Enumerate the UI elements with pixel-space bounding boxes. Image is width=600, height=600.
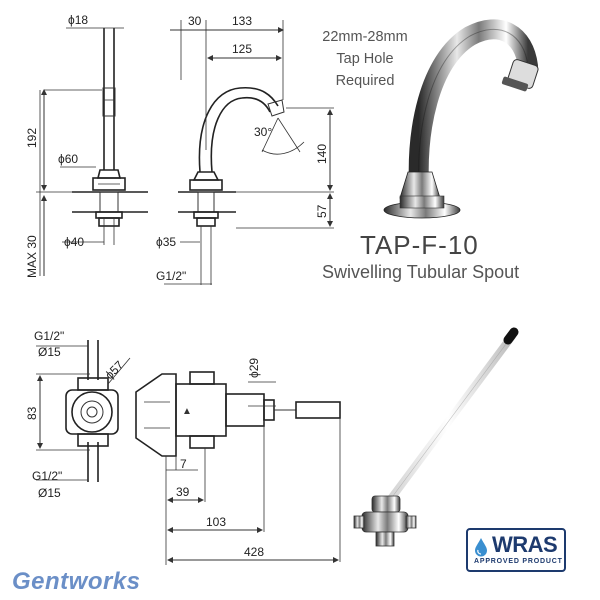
tap-hole-required: Required [335, 73, 395, 89]
dim-offset-30: 30 [188, 14, 202, 28]
tap-hole-label: Tap Hole [336, 51, 394, 67]
dim-top-dia: Ø15 [38, 345, 61, 359]
dim-angle-30: 30° [254, 125, 272, 139]
dim-reach-125: 125 [232, 42, 252, 56]
dim-top-thread: G1/2" [34, 329, 64, 343]
dim-thread: G1/2" [156, 269, 186, 283]
dim-shank-dia: ϕ35 [156, 235, 176, 249]
dim-height-83: 83 [25, 406, 39, 420]
wras-sub-label: APPROVED PRODUCT [474, 558, 563, 565]
product-code: TAP-F-10 [360, 230, 479, 260]
dim-bottom-dia: Ø15 [38, 486, 61, 500]
dim-428: 428 [244, 545, 264, 559]
dim-base-dia: ϕ60 [58, 152, 78, 166]
dim-nut-dia: ϕ40 [64, 235, 84, 249]
dim-7: 7 [180, 457, 187, 471]
valve-front-view [36, 340, 131, 482]
brand-logo: Gentworks [12, 568, 141, 595]
dim-deck-57: 57 [315, 204, 329, 218]
wras-badge: WRAS APPROVED PRODUCT [466, 528, 566, 572]
dim-max-thread: MAX 30 [25, 235, 39, 278]
dim-height-192: 192 [25, 128, 39, 148]
wras-label: WRAS [492, 532, 558, 557]
svg-text:▲: ▲ [182, 406, 192, 417]
dim-tube-dia: ϕ18 [68, 13, 88, 27]
valve-side-view: ▲ [135, 371, 341, 565]
tap-hole-note: 22mm-28mm Tap Hole Required [300, 26, 430, 92]
side-view [164, 20, 334, 285]
water-drop-icon [475, 538, 487, 557]
dim-bottom-thread: G1/2" [32, 469, 62, 483]
spout-photo [383, 19, 539, 219]
dim-spout-140: 140 [315, 144, 329, 164]
dim-39: 39 [176, 485, 190, 499]
dim-103: 103 [206, 515, 226, 529]
dim-reach-133: 133 [232, 14, 252, 28]
front-view [36, 27, 148, 276]
tap-hole-size: 22mm-28mm [322, 29, 408, 45]
product-name: Swivelling Tubular Spout [322, 262, 520, 282]
valve-photo [353, 327, 519, 547]
dim-handle-dia: ϕ29 [247, 358, 261, 378]
